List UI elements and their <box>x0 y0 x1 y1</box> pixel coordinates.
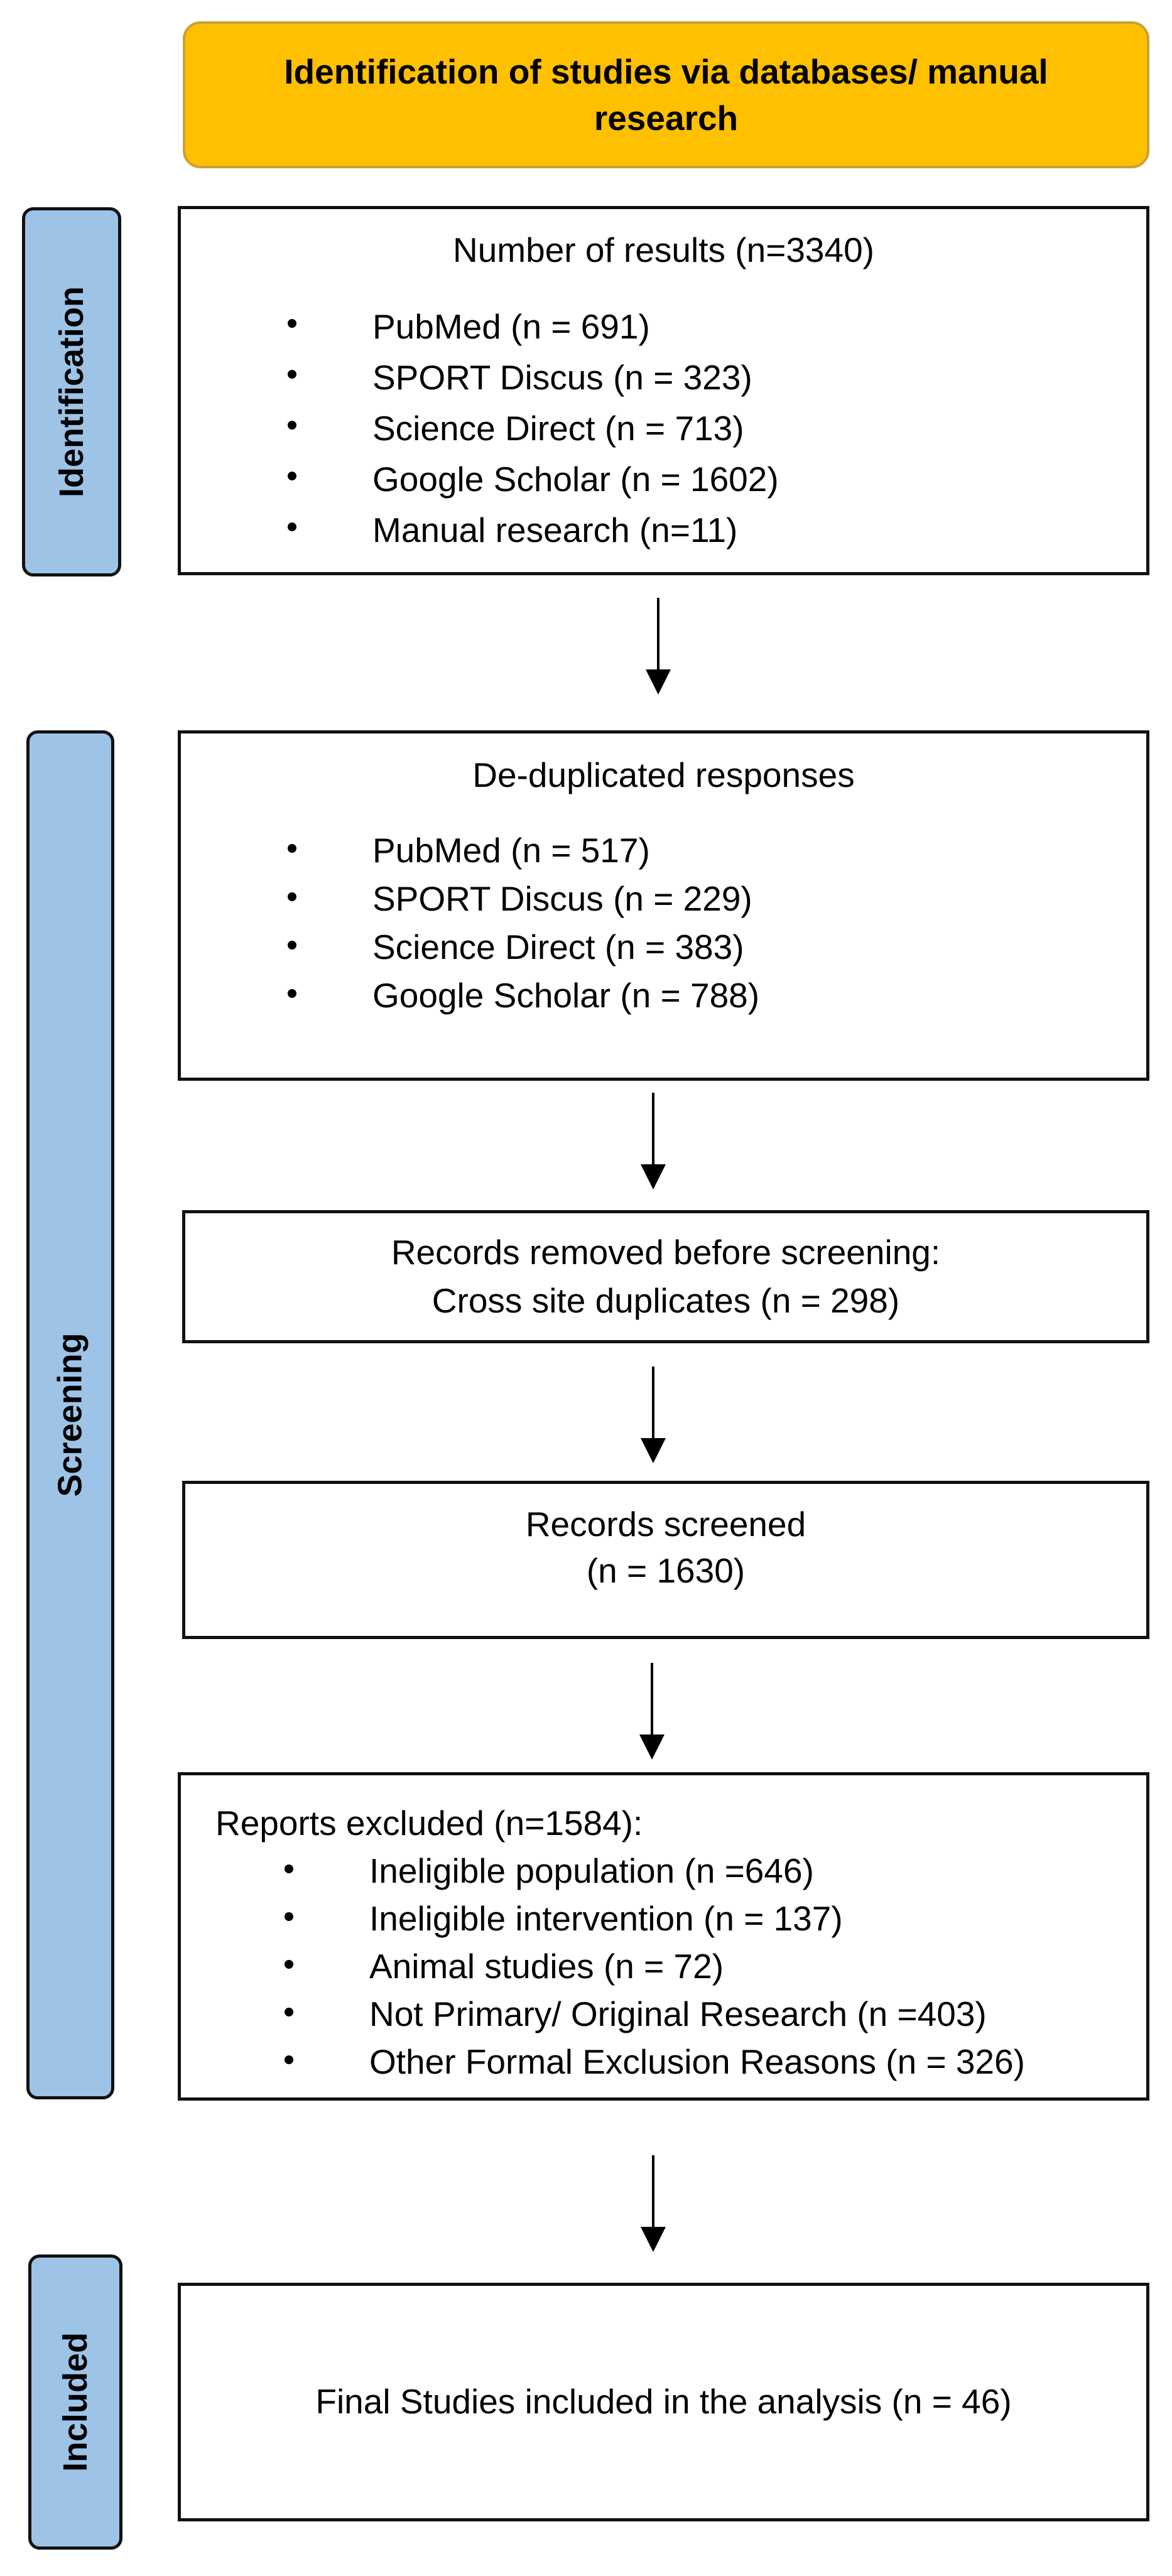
arrow-excluded-to-final <box>641 2155 666 2252</box>
phase-included: Included <box>28 2254 122 2550</box>
list-item: Not Primary/ Original Research (n =403) <box>285 1990 1146 2038</box>
header-title: Identification of studies via databases/… <box>284 51 1048 138</box>
screened-line1: Records screened <box>525 1505 806 1544</box>
removed-line1: Records removed before screening: <box>391 1233 941 1272</box>
removed-box: Records removed before screening: Cross … <box>182 1210 1149 1343</box>
phase-screening: Screening <box>26 730 114 2099</box>
bullet-icon <box>285 1864 293 1873</box>
list-item: Google Scholar (n = 1602) <box>288 454 1146 505</box>
bullet-icon <box>285 2055 293 2064</box>
arrowhead-icon <box>646 669 671 695</box>
list-item: Science Direct (n = 383) <box>288 923 1146 971</box>
screened-box: Records screened (n = 1630) <box>182 1481 1149 1639</box>
bullet-icon <box>288 989 296 998</box>
list-item: Science Direct (n = 713) <box>288 403 1146 454</box>
bullet-icon <box>288 844 296 853</box>
list-item: Animal studies (n = 72) <box>285 1942 1146 1990</box>
bullet-icon <box>285 1912 293 1921</box>
arrow-dedup-to-removed <box>641 1093 666 1189</box>
bullet-icon <box>288 892 296 902</box>
bullet-icon <box>285 1960 293 1969</box>
bullet-icon <box>285 2008 293 2016</box>
bullet-icon <box>288 472 296 481</box>
final-text: Final Studies included in the analysis (… <box>315 2382 1012 2422</box>
excluded-list: Ineligible population (n =646) Ineligibl… <box>285 1847 1146 2086</box>
list-item: SPORT Discus (n = 229) <box>288 875 1146 923</box>
arrow-results-to-dedup <box>646 598 671 695</box>
arrowhead-icon <box>639 1734 665 1760</box>
diagram-header: Identification of studies via databases/… <box>183 21 1149 168</box>
list-item: Other Formal Exclusion Reasons (n = 326) <box>285 2038 1146 2086</box>
bullet-icon <box>288 421 296 430</box>
results-box: Number of results (n=3340) PubMed (n = 6… <box>178 206 1149 575</box>
results-title: Number of results (n=3340) <box>452 230 874 269</box>
dedup-box: De-duplicated responses PubMed (n = 517)… <box>178 730 1149 1081</box>
arrowhead-icon <box>641 1164 666 1189</box>
list-item: Google Scholar (n = 788) <box>288 971 1146 1020</box>
excluded-box: Reports excluded (n=1584): Ineligible po… <box>178 1772 1149 2101</box>
removed-line2: Cross site duplicates (n = 298) <box>431 1281 900 1320</box>
dedup-list: PubMed (n = 517) SPORT Discus (n = 229) … <box>288 826 1146 1020</box>
list-item: PubMed (n = 691) <box>288 301 1146 352</box>
bullet-icon <box>288 522 296 532</box>
screened-line2: (n = 1630) <box>586 1551 746 1590</box>
arrow-removed-to-screened <box>641 1366 666 1463</box>
list-item: PubMed (n = 517) <box>288 826 1146 875</box>
dedup-title: De-duplicated responses <box>472 755 855 794</box>
arrowhead-icon <box>641 1438 666 1463</box>
arrow-screened-to-excluded <box>639 1663 665 1760</box>
excluded-title: Reports excluded (n=1584): <box>215 1804 643 1843</box>
final-box: Final Studies included in the analysis (… <box>178 2283 1149 2521</box>
bullet-icon <box>288 370 296 379</box>
arrowhead-icon <box>641 2227 666 2252</box>
list-item: SPORT Discus (n = 323) <box>288 352 1146 403</box>
list-item: Ineligible intervention (n = 137) <box>285 1895 1146 1942</box>
list-item: Ineligible population (n =646) <box>285 1847 1146 1895</box>
list-item: Manual research (n=11) <box>288 505 1146 556</box>
bullet-icon <box>288 319 296 328</box>
phase-identification: Identification <box>22 207 121 576</box>
results-list: PubMed (n = 691) SPORT Discus (n = 323) … <box>288 301 1146 556</box>
bullet-icon <box>288 941 296 950</box>
